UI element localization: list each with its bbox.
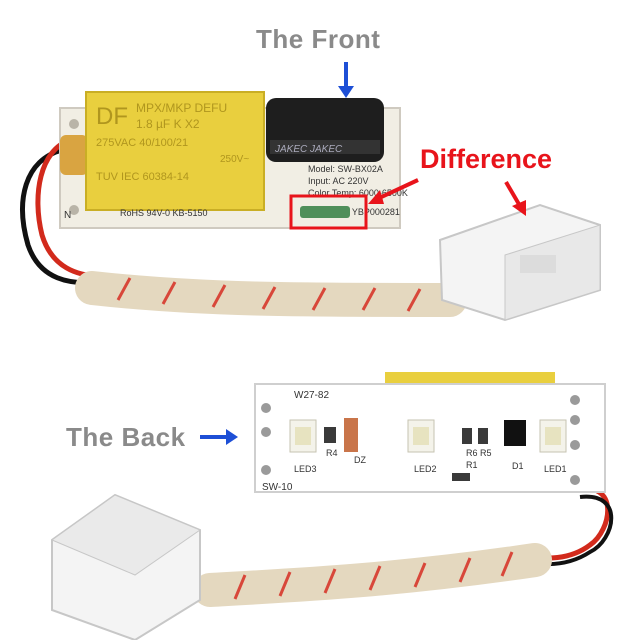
fiberglass-sleeve-back xyxy=(193,543,552,607)
svg-text:Input: AC 220V: Input: AC 220V xyxy=(308,176,369,186)
led3: LED3 xyxy=(289,419,317,474)
svg-text:MPX/MKP DEFU: MPX/MKP DEFU xyxy=(136,101,227,115)
green-resistor xyxy=(300,206,350,218)
highlight-box xyxy=(289,194,368,230)
fiberglass-sleeve xyxy=(75,271,467,317)
led2: LED2 xyxy=(407,419,437,474)
connector-arrow xyxy=(504,180,526,216)
difference-label: Difference xyxy=(420,144,553,174)
svg-text:SW-10: SW-10 xyxy=(262,482,293,493)
white-connector xyxy=(438,203,601,322)
difference-arrow xyxy=(368,178,419,204)
svg-text:250V~: 250V~ xyxy=(220,154,249,165)
svg-text:RoHS 94V-0 KB-5150: RoHS 94V-0 KB-5150 xyxy=(120,208,208,218)
svg-text:Batch NO: YBP000281: Batch NO: YBP000281 xyxy=(308,207,400,217)
svg-text:275VAC 40/100/21: 275VAC 40/100/21 xyxy=(96,137,188,149)
black-wire xyxy=(20,147,101,286)
svg-text:LED2: LED2 xyxy=(414,464,437,474)
electrolytic-capacitor: JAKEC JAKEC xyxy=(266,98,384,162)
svg-text:R6 R5: R6 R5 xyxy=(466,448,492,458)
svg-text:1.8 µF K X2: 1.8 µF K X2 xyxy=(136,117,200,131)
svg-text:R4: R4 xyxy=(326,448,338,458)
svg-text:R1: R1 xyxy=(466,460,478,470)
zener-diode xyxy=(344,418,358,452)
x2-capacitor: DF MPX/MKP DEFU 1.8 µF K X2 275VAC 40/10… xyxy=(85,91,265,211)
r5 xyxy=(478,428,488,444)
svg-text:DZ: DZ xyxy=(354,455,366,465)
white-connector-back xyxy=(50,493,202,640)
d1 xyxy=(504,420,526,446)
svg-text:Model: SW-BX02A: Model: SW-BX02A xyxy=(308,164,383,174)
r4 xyxy=(324,427,336,443)
svg-text:LED3: LED3 xyxy=(294,464,317,474)
svg-text:Color Temp: 6000-6500K: Color Temp: 6000-6500K xyxy=(308,188,408,198)
svg-text:N: N xyxy=(64,210,71,221)
front-label: The Front xyxy=(256,24,381,54)
r1 xyxy=(452,473,470,481)
svg-text:JAKEC JAKEC: JAKEC JAKEC xyxy=(274,144,343,155)
red-wire xyxy=(35,137,101,279)
led1: LED1 xyxy=(539,419,567,474)
svg-text:D1: D1 xyxy=(512,461,524,471)
svg-text:LED1: LED1 xyxy=(544,464,567,474)
svg-text:W27-82: W27-82 xyxy=(294,390,329,401)
back-label: The Back xyxy=(66,422,186,452)
front-arrow xyxy=(338,62,354,98)
back-arrow xyxy=(200,429,238,445)
small-capacitor xyxy=(60,135,88,175)
svg-text:DF: DF xyxy=(96,103,128,130)
r6 xyxy=(462,428,472,444)
svg-text:TUV IEC 60384-14: TUV IEC 60384-14 xyxy=(96,171,189,183)
